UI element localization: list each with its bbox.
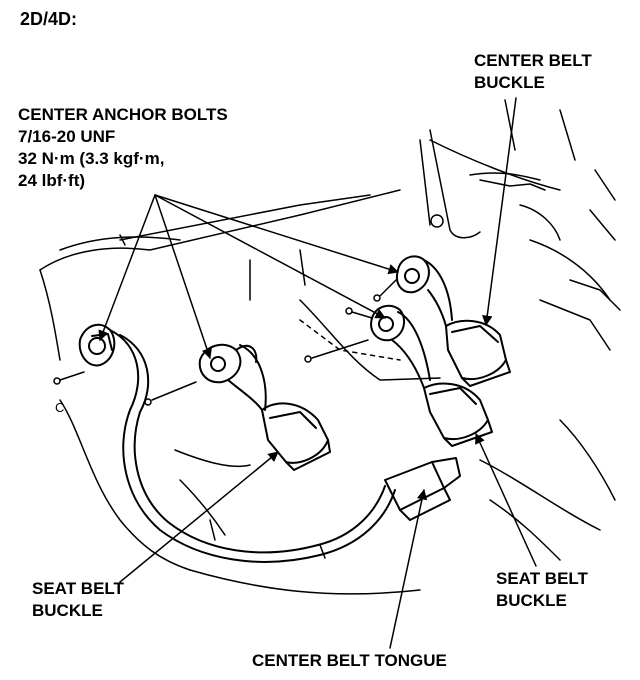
anchor-bolts-line-4: 24 lbf·ft) (18, 171, 86, 190)
left-anchor-bracket (78, 323, 116, 367)
leader-lines (98, 97, 537, 649)
middle-buckle-strap (227, 344, 267, 411)
long-belt-strap-inner (119, 334, 386, 554)
diagram-title: 2D/4D: (20, 9, 78, 29)
seat-belt-buckle-right-line-1: SEAT BELT (496, 569, 588, 588)
center-belt-tongue-label: CENTER BELT TONGUE (252, 651, 447, 670)
center-belt-buckle-label: CENTER BELT BUCKLE (474, 50, 592, 94)
right-anchor-lower (370, 304, 406, 342)
anchor-bolts-line-1: CENTER ANCHOR BOLTS (18, 105, 228, 124)
long-belt-strap (109, 329, 396, 563)
seat-belt-buckle-left-line-1: SEAT BELT (32, 579, 124, 598)
anchor-bolts-line-2: 7/16-20 UNF (18, 127, 116, 146)
seat-belt-buckle-left-label: SEAT BELT BUCKLE (32, 578, 124, 622)
center-belt-buckle-line-2: BUCKLE (474, 73, 545, 92)
center-buckle-strap (423, 259, 453, 327)
seat-belt-buckle-left-line-2: BUCKLE (32, 601, 103, 620)
seat-belt-buckle-right-label: SEAT BELT BUCKLE (496, 568, 588, 612)
center-belt-buckle-line-1: CENTER BELT (474, 51, 592, 70)
small-mark: C (55, 400, 65, 415)
right-anchor-upper (396, 255, 430, 294)
anchor-bolts (53, 279, 397, 406)
center-belt-buckle-shape (445, 319, 511, 387)
anchor-bolts-line-3: 32 N·m (3.3 kgf·m, (18, 149, 165, 168)
center-anchor-bolts-label: CENTER ANCHOR BOLTS 7/16-20 UNF 32 N·m (… (18, 104, 228, 192)
floor-outline (39, 99, 621, 595)
seat-belt-buckle-right-line-2: BUCKLE (496, 591, 567, 610)
seat-belt-buckle-right-shape (423, 382, 493, 447)
belt-strap-band (209, 519, 326, 559)
seat-buckle-right-strap (391, 311, 431, 389)
center-belt-tongue (384, 457, 461, 521)
seat-belt-buckle-left-shape (261, 402, 331, 471)
